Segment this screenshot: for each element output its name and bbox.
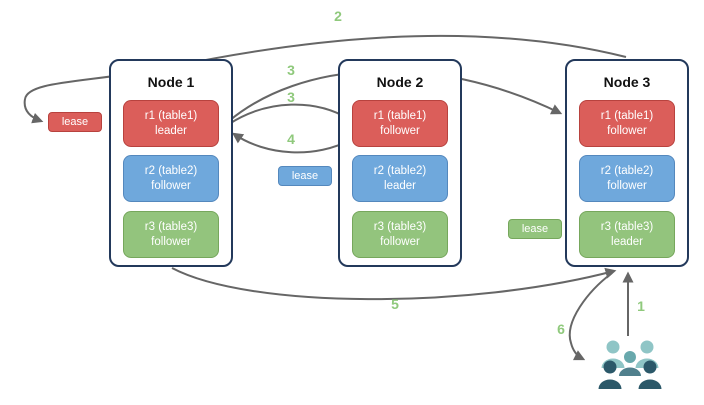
node-1-replica-r1: r1 (table1) leader (123, 100, 219, 147)
node-2-replica-r1: r1 (table1) follower (352, 100, 448, 147)
node-1-box: Node 1 r1 (table1) leader r2 (table2) fo… (109, 59, 233, 267)
node-1-title: Node 1 (147, 74, 195, 90)
node-3-replica-r3: r3 (table3) leader (579, 211, 675, 258)
replica-label: r2 (table2) (600, 164, 654, 177)
step-label-4: 4 (287, 131, 295, 147)
node-3-replica-r2: r2 (table2) follower (579, 155, 675, 202)
replica-label: r2 (table2) (373, 164, 427, 177)
node-2-replica-r3: r3 (table3) follower (352, 211, 448, 258)
node-3-replica-r1: r1 (table1) follower (579, 100, 675, 147)
replica-label: r3 (table3) (144, 220, 198, 233)
replica-label: r1 (table1) (144, 109, 198, 122)
replica-role: leader (384, 179, 416, 192)
replica-role: follower (380, 124, 420, 137)
node-2-replica-r2: r2 (table2) leader (352, 155, 448, 202)
node-3-title: Node 3 (603, 74, 651, 90)
step-label-3a: 3 (287, 62, 295, 78)
node-2-title: Node 2 (376, 74, 424, 90)
lease-badge-table1: lease (48, 112, 102, 132)
replica-role: follower (151, 235, 191, 248)
node-3-box: Node 3 r1 (table1) follower r2 (table2) … (565, 59, 689, 267)
step-label-6: 6 (557, 321, 565, 337)
node-1-replica-r2: r2 (table2) follower (123, 155, 219, 202)
step-label-3b: 3 (287, 89, 295, 105)
lease-badge-table2: lease (278, 166, 332, 186)
replica-role: leader (155, 124, 187, 137)
replica-label: r1 (table1) (373, 109, 427, 122)
replica-label: r1 (table1) (600, 109, 654, 122)
arrow-step6-node3-to-clients (568, 272, 613, 361)
replica-label: r3 (table3) (600, 220, 654, 233)
replica-role: follower (151, 179, 191, 192)
replica-role: follower (380, 235, 420, 248)
replica-role: follower (607, 179, 647, 192)
arrow-step3-node1-to-node2 (228, 103, 352, 125)
users-group-icon (598, 340, 662, 389)
replica-role: leader (611, 235, 643, 248)
step-label-1: 1 (637, 298, 645, 314)
node-1-replica-r3: r3 (table3) follower (123, 211, 219, 258)
replica-label: r3 (table3) (373, 220, 427, 233)
replica-label: r2 (table2) (144, 164, 198, 177)
replica-role: follower (607, 124, 647, 137)
lease-badge-table3: lease (508, 219, 562, 239)
step-label-2: 2 (334, 8, 342, 24)
step-label-5: 5 (391, 296, 399, 312)
node-2-box: Node 2 r1 (table1) follower r2 (table2) … (338, 59, 462, 267)
arrow-step5-node1-to-node3 (171, 267, 617, 301)
